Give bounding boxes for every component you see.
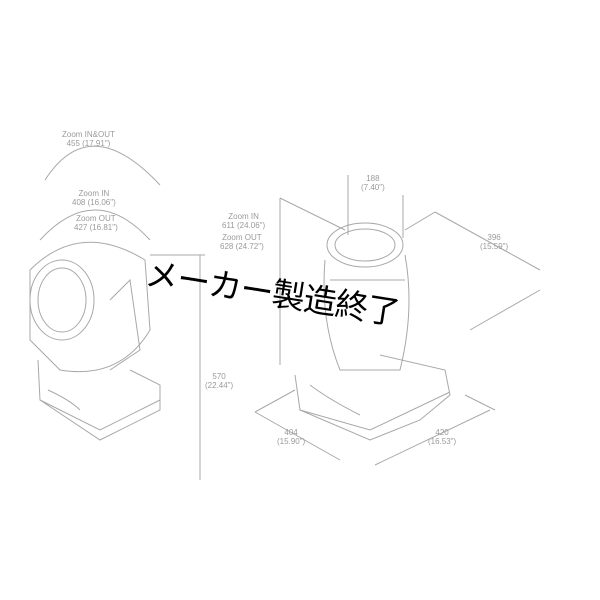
dimension-label: Zoom OUT [76, 214, 116, 223]
dimension-value: 404 [284, 428, 298, 437]
dimension-value: 420 [435, 428, 449, 437]
dimension-value: 570 [212, 372, 226, 381]
dimension-label: Zoom OUT [222, 233, 262, 242]
dimension-value: 611 (24.06") [222, 221, 266, 230]
dimension-value: 408 (16.06") [72, 198, 116, 207]
left-zoom-in-out-dimension: Zoom IN&OUT 455 (17.91") [62, 130, 115, 148]
dimension-value: 427 (16.81") [74, 223, 118, 232]
dimension-value: 628 (24.72") [220, 242, 264, 251]
depth-dimension: 396 (15.59") [480, 233, 508, 251]
dimension-value: 396 [487, 233, 501, 242]
right-fixture [254, 175, 541, 466]
dimension-value-inches: (7.40") [361, 183, 385, 192]
lens-width-dimension: 188 (7.40") [361, 174, 385, 192]
left-height-dimension: 570 (22.44") [205, 372, 233, 390]
dimension-value: 188 [366, 174, 380, 183]
base-length-dimension: 420 (16.53") [428, 428, 456, 446]
right-zoom-in-dimension: Zoom IN 611 (24.06") [222, 212, 265, 230]
dimension-label: Zoom IN [228, 212, 259, 221]
dimension-value: 455 (17.91") [66, 139, 111, 148]
dimension-value-inches: (22.44") [205, 381, 234, 390]
dimension-label: Zoom IN [78, 189, 110, 198]
left-fixture [29, 145, 205, 480]
left-zoom-out-dimension: Zoom OUT 427 (16.81") [74, 214, 118, 232]
left-zoom-in-dimension: Zoom IN 408 (16.06") [72, 189, 116, 207]
dimension-value-inches: (15.59") [480, 242, 509, 251]
dimension-label: Zoom IN&OUT [62, 130, 115, 139]
dimension-value-inches: (15.90") [277, 437, 306, 446]
base-width-dimension: 404 (15.90") [277, 428, 305, 446]
right-zoom-out-dimension: Zoom OUT 628 (24.72") [220, 233, 264, 251]
dimension-value-inches: (16.53") [428, 437, 457, 446]
